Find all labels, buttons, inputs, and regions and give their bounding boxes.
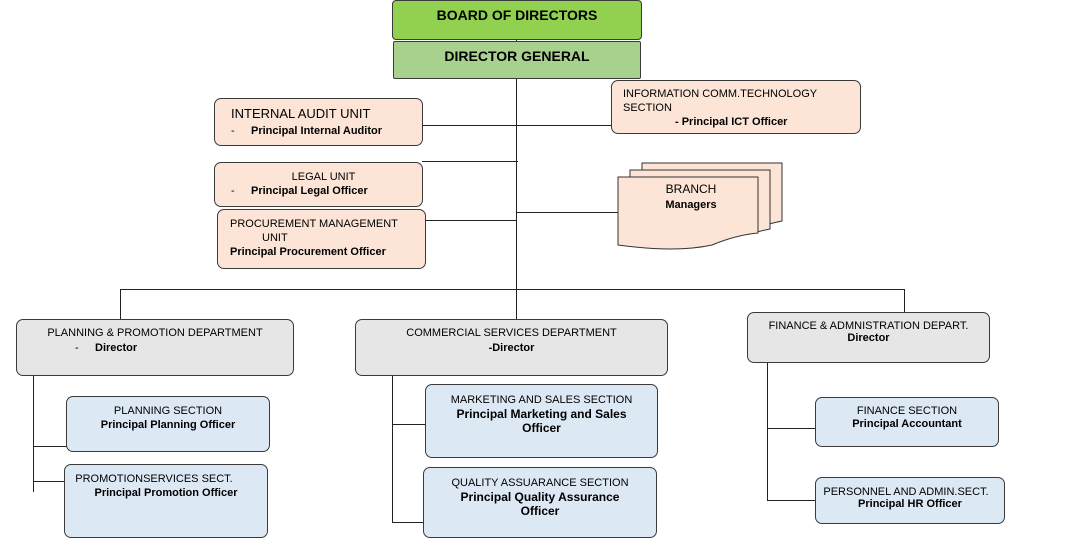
promotion-section-role: Principal Promotion Officer [94, 487, 238, 499]
quality-assurance-role-line2: Officer [520, 504, 560, 518]
branch-doc-front [617, 176, 759, 250]
quality-section-connector [392, 522, 424, 523]
finance-section-connector [767, 428, 816, 429]
internal-audit-unit-name: INTERNAL AUDIT UNIT [231, 106, 371, 121]
director-general-label: DIRECTOR GENERAL [444, 48, 590, 64]
marketing-section-connector [392, 424, 426, 425]
personnel-section-box: PERSONNEL AND ADMIN.SECT. Principal HR O… [815, 477, 1005, 524]
promotion-section-name: PROMOTIONSERVICES SECT. [75, 473, 233, 485]
procurement-unit-name: PROCUREMENT MANAGEMENT [230, 218, 398, 230]
branch-documents-shape [617, 162, 783, 250]
marketing-section-role-line2: Officer [522, 421, 561, 435]
marketing-section-box: MARKETING AND SALES SECTION Principal Ma… [425, 384, 658, 458]
legal-connector [422, 161, 518, 162]
planning-section-role: Principal Planning Officer [100, 419, 236, 431]
internal-audit-role: Principal Internal Auditor [251, 125, 382, 137]
legal-unit-name: LEGAL UNIT [291, 171, 356, 183]
commercial-branch-line [392, 376, 393, 523]
promotion-section-box: PROMOTIONSERVICES SECT. Principal Promot… [64, 464, 268, 538]
procurement-connector [424, 220, 517, 221]
promotion-section-connector [33, 481, 65, 482]
planning-section-name: PLANNING SECTION [113, 405, 223, 417]
branch-text: BRANCH Managers [646, 181, 736, 213]
branch-name: BRANCH [665, 182, 717, 196]
commercial-department-role: -Director [488, 342, 535, 354]
planning-section-connector [33, 446, 67, 447]
audit-connector [422, 125, 612, 126]
ict-role: - Principal ICT Officer [675, 116, 788, 128]
commercial-drop-line [516, 289, 517, 320]
commercial-department-name: COMMERCIAL SERVICES DEPARTMENT [406, 327, 617, 339]
finance-branch-line [767, 363, 768, 501]
planning-department-role: Director [95, 342, 138, 354]
trunk-line [516, 40, 517, 290]
planning-department-name: PLANNING & PROMOTION DEPARTMENT [47, 327, 263, 339]
planning-dash: - [75, 342, 79, 354]
legal-role: Principal Legal Officer [251, 185, 368, 197]
finance-department-name: FINANCE & ADMNISTRATION DEPART. [768, 320, 969, 332]
planning-department-box: PLANNING & PROMOTION DEPARTMENT - Directo… [16, 319, 294, 376]
director-general-box: DIRECTOR GENERAL [393, 41, 641, 79]
personnel-section-role: Principal HR Officer [858, 498, 962, 510]
audit-dash: - [231, 125, 235, 137]
ict-section-box: INFORMATION COMM.TECHNOLOGY SECTION - Pr… [611, 80, 861, 134]
personnel-section-connector [767, 500, 816, 501]
marketing-section-role: Principal Marketing and Sales [456, 407, 627, 421]
ict-section-name-line2: SECTION [623, 102, 672, 114]
finance-section-role: Principal Accountant [852, 418, 962, 430]
procurement-unit-name-line2: UNIT [262, 232, 288, 244]
board-of-directors-label: BOARD OF DIRECTORS [436, 7, 598, 23]
quality-assurance-section-name: QUALITY ASSUARANCE SECTION [451, 477, 629, 489]
legal-unit-box: LEGAL UNIT - Principal Legal Officer [214, 162, 423, 207]
quality-assurance-section-box: QUALITY ASSUARANCE SECTION Principal Qua… [423, 467, 657, 538]
finance-department-role: Director [847, 332, 890, 344]
procurement-unit-box: PROCUREMENT MANAGEMENT UNIT Principal Pr… [217, 209, 426, 269]
branch-connector [516, 212, 620, 213]
marketing-section-name: MARKETING AND SALES SECTION [450, 394, 633, 406]
commercial-department-box: COMMERCIAL SERVICES DEPARTMENT -Director [355, 319, 668, 376]
branch-role: Managers [665, 199, 717, 211]
procurement-role: Principal Procurement Officer [230, 246, 386, 258]
personnel-section-name: PERSONNEL AND ADMIN.SECT. [823, 486, 989, 498]
board-of-directors-box: BOARD OF DIRECTORS [392, 0, 642, 40]
legal-dash: - [231, 185, 235, 197]
ict-section-name: INFORMATION COMM.TECHNOLOGY [623, 88, 818, 100]
finance-section-box: FINANCE SECTION Principal Accountant [815, 397, 999, 447]
finance-drop-line [904, 289, 905, 313]
internal-audit-unit-box: INTERNAL AUDIT UNIT - Principal Internal … [214, 98, 423, 146]
planning-drop-line [120, 289, 121, 320]
planning-section-box: PLANNING SECTION Principal Planning Offi… [66, 396, 270, 452]
finance-department-box: FINANCE & ADMNISTRATION DEPART. Director [747, 312, 990, 363]
planning-branch-line [33, 343, 34, 492]
finance-section-name: FINANCE SECTION [856, 405, 958, 417]
department-bus-line [120, 289, 905, 290]
quality-assurance-role: Principal Quality Assurance [460, 490, 620, 504]
